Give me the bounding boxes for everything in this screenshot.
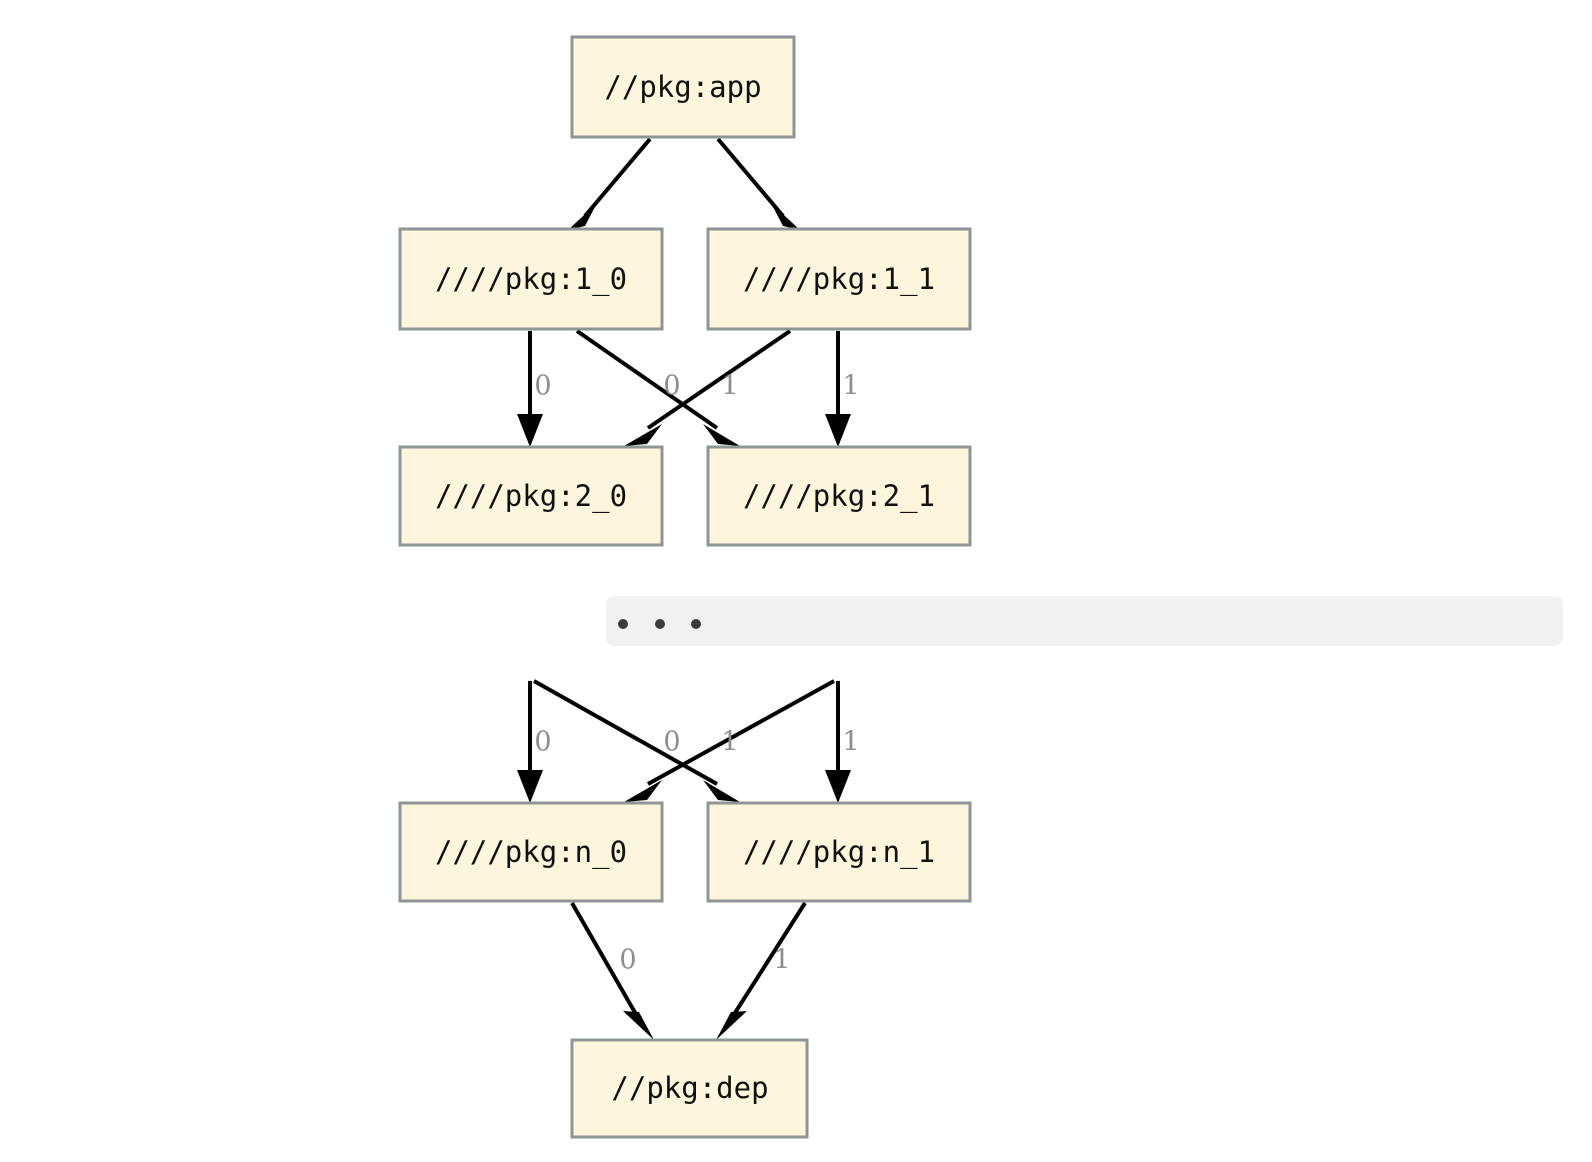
arrow-head: [771, 203, 800, 230]
node-box[interactable]: [706, 801, 972, 903]
arrow-head: [568, 203, 597, 230]
arrow-head: [624, 424, 662, 446]
edge-label: 0: [619, 945, 636, 976]
edge-pkg1-0-to-pkg2-0: 0: [517, 331, 552, 447]
edge-continuation-to-pkgn-1: 1: [825, 681, 860, 803]
arrow-head: [716, 1011, 747, 1040]
ellipsis-dot: [691, 619, 701, 629]
node-label: ////pkg:n_0: [435, 835, 627, 870]
edge-label: 1: [721, 371, 738, 402]
node-box[interactable]: [706, 227, 972, 331]
arrow-head: [517, 414, 543, 447]
edge-pkg1-1-to-pkg2-0: 1: [624, 329, 792, 446]
edge-pkgn-0-to-dep: 0: [570, 902, 654, 1040]
edge-label: 0: [534, 371, 551, 402]
arrow-head: [624, 780, 662, 802]
arrow-head: [517, 770, 543, 803]
node-label: ////pkg:2_1: [743, 479, 935, 514]
edge-label: 1: [842, 727, 859, 758]
node-label: ////pkg:1_0: [435, 262, 627, 297]
arrow-head: [825, 770, 851, 803]
node-pkg-2-1[interactable]: ////pkg:2_1: [706, 445, 972, 547]
node-pkg-1-0[interactable]: ////pkg:1_0: [398, 227, 664, 331]
edge-pkg1-0-to-pkg2-1: 0: [575, 329, 740, 446]
ellipsis-band: [606, 596, 1563, 646]
ellipsis-dot: [655, 619, 665, 629]
edge-line: [583, 137, 652, 218]
node-label: ////pkg:1_1: [743, 262, 935, 297]
node-box[interactable]: [398, 227, 664, 331]
edge-label: 0: [663, 371, 680, 402]
node-pkg-app[interactable]: //pkg:app: [570, 35, 796, 139]
arrow-head: [825, 414, 851, 447]
edge-line: [570, 902, 639, 1017]
edge-line: [533, 679, 718, 786]
edge-app-to-pkg1-1: [716, 137, 800, 230]
ellipsis-dot: [618, 619, 628, 629]
edge-line: [716, 137, 785, 218]
ellipsis-separator: [606, 596, 1563, 646]
node-pkg-1-1[interactable]: ////pkg:1_1: [706, 227, 972, 331]
edge-line: [646, 329, 792, 430]
node-label: ////pkg:2_0: [435, 479, 627, 514]
arrow-head: [703, 424, 740, 446]
node-box[interactable]: [398, 445, 664, 547]
edge-continuation-cross-to-pkgn-0: 1: [624, 679, 835, 802]
edge-continuation-to-pkgn-0: 0: [517, 681, 552, 803]
edge-app-to-pkg1-0: [568, 137, 652, 230]
edge-label: 0: [534, 727, 551, 758]
node-label: //pkg:dep: [611, 1071, 768, 1105]
edge-line: [647, 679, 835, 786]
edge-label: 1: [842, 371, 859, 402]
node-box[interactable]: [570, 1038, 809, 1139]
edge-line: [575, 329, 719, 430]
node-pkg-n-1[interactable]: ////pkg:n_1: [706, 801, 972, 903]
edge-pkgn-1-to-dep: 1: [716, 901, 807, 1040]
arrow-head: [623, 1011, 654, 1040]
edge-pkg1-1-to-pkg2-1: 1: [825, 331, 860, 447]
arrow-head: [703, 780, 740, 802]
edge-label: 1: [721, 727, 738, 758]
edge-label: 1: [773, 945, 790, 976]
edge-continuation-cross-to-pkgn-1: 0: [533, 679, 740, 802]
edge-label: 0: [663, 727, 680, 758]
node-box[interactable]: [570, 35, 796, 139]
node-pkg-n-0[interactable]: ////pkg:n_0: [398, 801, 664, 903]
node-pkg-dep[interactable]: //pkg:dep: [570, 1038, 809, 1139]
node-box[interactable]: [706, 445, 972, 547]
edge-line: [731, 901, 807, 1018]
node-label: ////pkg:n_1: [743, 835, 935, 870]
node-pkg-2-0[interactable]: ////pkg:2_0: [398, 445, 664, 547]
node-box[interactable]: [398, 801, 664, 903]
node-label: //pkg:app: [604, 70, 761, 104]
